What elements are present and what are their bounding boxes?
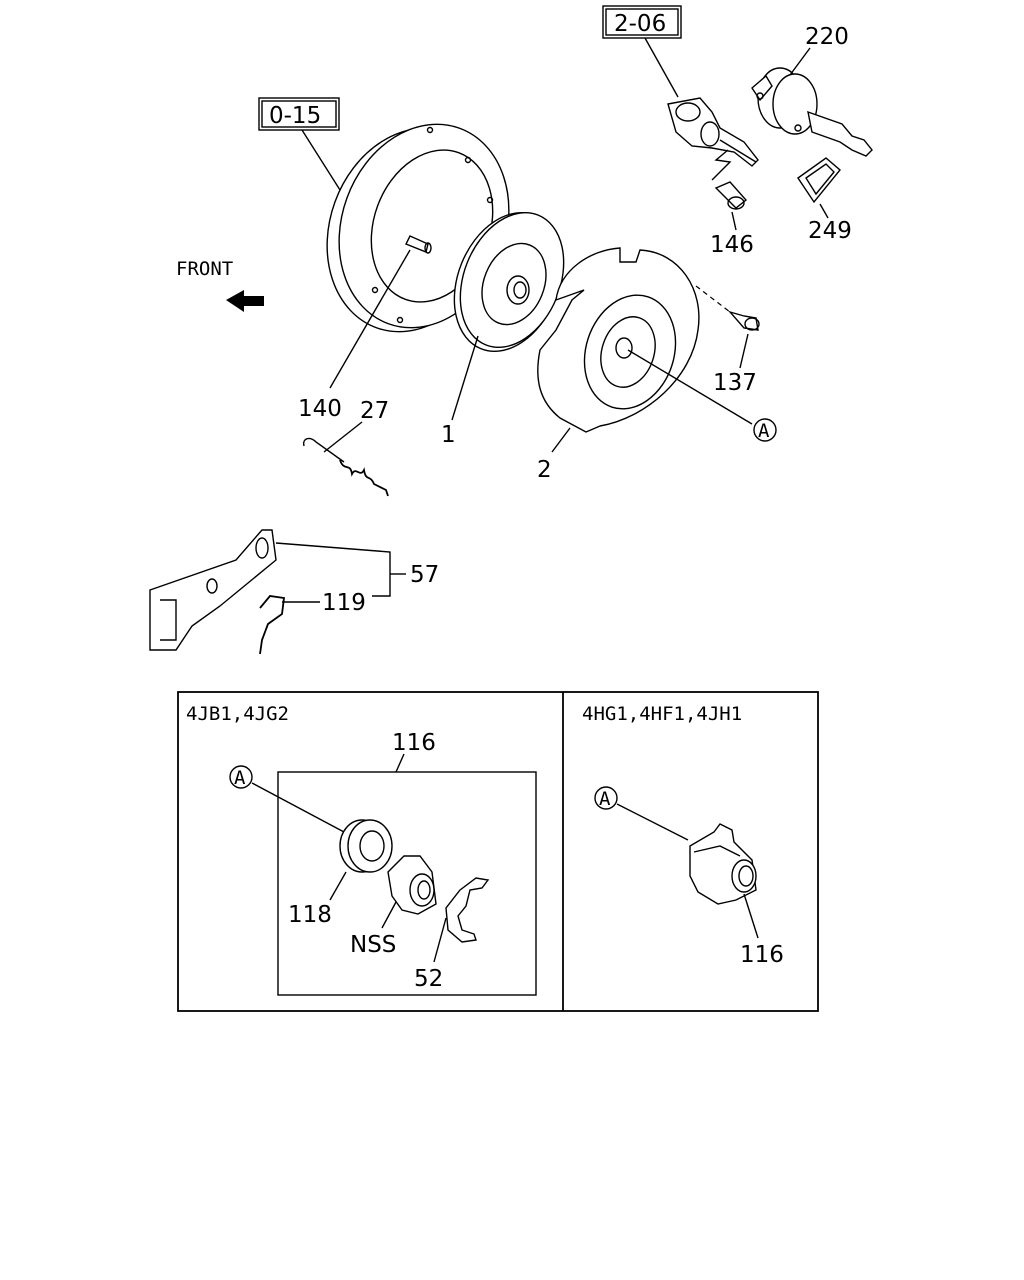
- clip-52-drawing: [445, 877, 490, 943]
- panel-left-118[interactable]: 118: [288, 902, 332, 928]
- circle-a-left[interactable]: A: [229, 765, 253, 789]
- circle-a-top[interactable]: A: [753, 418, 777, 442]
- ref-0-15-label: 0-15: [269, 103, 321, 129]
- leader-116-right: [743, 893, 759, 939]
- leader-a-left: [251, 782, 345, 833]
- callout-119[interactable]: 119: [322, 590, 366, 616]
- ref-box-0-15[interactable]: 0-15: [258, 97, 340, 131]
- callout-137[interactable]: 137: [713, 370, 757, 396]
- clutch-disc-drawing: [453, 211, 565, 353]
- panel-left-nss[interactable]: NSS: [350, 932, 396, 958]
- panel-right-116[interactable]: 116: [740, 942, 784, 968]
- callout-146[interactable]: 146: [710, 232, 754, 258]
- leader-116-left: [395, 753, 405, 773]
- bolt-146-drawing: [714, 181, 748, 210]
- front-label: FRONT: [176, 258, 233, 280]
- booster-220-drawing: [751, 67, 873, 157]
- leader-0-15: [301, 129, 341, 191]
- bearing-118-drawing: [339, 819, 393, 873]
- gasket-249-drawing: [797, 157, 841, 204]
- panel-left-52[interactable]: 52: [414, 966, 443, 992]
- circle-a-right[interactable]: A: [594, 786, 618, 810]
- pressure-plate-drawing: [537, 247, 700, 433]
- clip-119-drawing: [259, 595, 286, 655]
- leader-118: [329, 871, 347, 901]
- release-fork-drawing: [149, 529, 277, 651]
- spring-27-drawing: [302, 437, 389, 497]
- callout-57[interactable]: 57: [410, 562, 439, 588]
- leader-nss: [381, 901, 397, 929]
- leader-220: [789, 47, 811, 76]
- svg-text:A: A: [599, 788, 611, 810]
- leader-2: [551, 427, 571, 453]
- bracket-57: [275, 542, 391, 597]
- kit-116-box: [277, 771, 537, 996]
- leader-2-06: [644, 37, 679, 98]
- callout-27[interactable]: 27: [360, 398, 389, 424]
- leader-1: [451, 335, 479, 421]
- svg-text:A: A: [758, 420, 770, 442]
- leader-146: [731, 211, 737, 231]
- leader-27: [323, 421, 363, 453]
- callout-1[interactable]: 1: [441, 422, 456, 448]
- callout-249[interactable]: 249: [808, 218, 852, 244]
- leader-52: [433, 917, 447, 963]
- leader-137: [739, 333, 749, 369]
- front-arrow-icon: [226, 290, 264, 312]
- panel-right-title: 4HG1,4HF1,4JH1: [582, 703, 742, 725]
- ref-2-06-label: 2-06: [614, 11, 666, 37]
- leader-249: [819, 203, 829, 219]
- leader-140: [329, 249, 411, 389]
- leader-a-right: [616, 803, 689, 841]
- panel-left-116[interactable]: 116: [392, 730, 436, 756]
- dashline-137: [695, 285, 731, 313]
- slave-cylinder-drawing: [667, 97, 759, 181]
- leader-a-top: [627, 349, 753, 425]
- svg-text:A: A: [234, 767, 246, 789]
- bolt-137-drawing: [727, 310, 760, 331]
- callout-140[interactable]: 140: [298, 396, 342, 422]
- ref-box-2-06[interactable]: 2-06: [602, 5, 682, 39]
- variant-panels: [177, 691, 819, 1012]
- panel-left-title: 4JB1,4JG2: [186, 703, 289, 725]
- callout-220[interactable]: 220: [805, 24, 849, 50]
- release-bearing-116-drawing: [689, 823, 757, 905]
- release-bearing-nss-drawing: [387, 855, 437, 915]
- callout-2[interactable]: 2: [537, 457, 552, 483]
